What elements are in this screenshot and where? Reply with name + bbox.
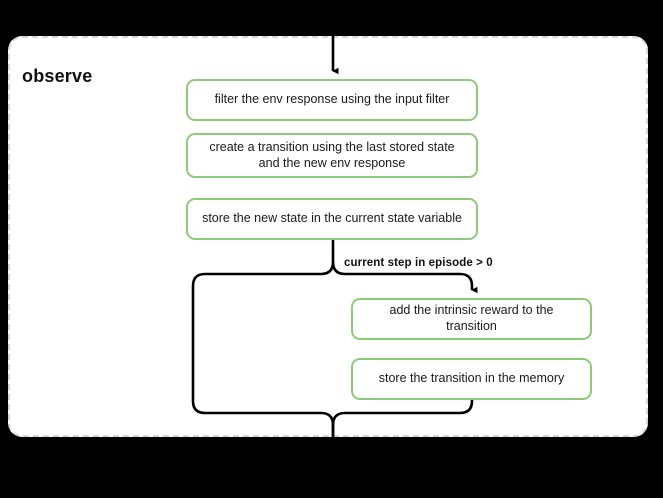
node-store-new-state[interactable]: store the new state in the current state… bbox=[186, 198, 478, 240]
edge-split-left-bypass bbox=[191, 261, 335, 443]
node-add-intrinsic-reward[interactable]: add the intrinsic reward to the transiti… bbox=[351, 298, 592, 340]
edge-label-current-step: current step in episode > 0 bbox=[344, 257, 493, 269]
edge-split-to-reward bbox=[331, 261, 478, 294]
edge-memory-to-merge bbox=[331, 400, 474, 443]
node-filter-env-response[interactable]: filter the env response using the input … bbox=[186, 79, 478, 121]
subgraph-title: observe bbox=[22, 66, 93, 86]
node-create-transition[interactable]: create a transition using the last store… bbox=[186, 133, 478, 178]
node-store-transition-memory[interactable]: store the transition in the memory bbox=[351, 358, 592, 400]
